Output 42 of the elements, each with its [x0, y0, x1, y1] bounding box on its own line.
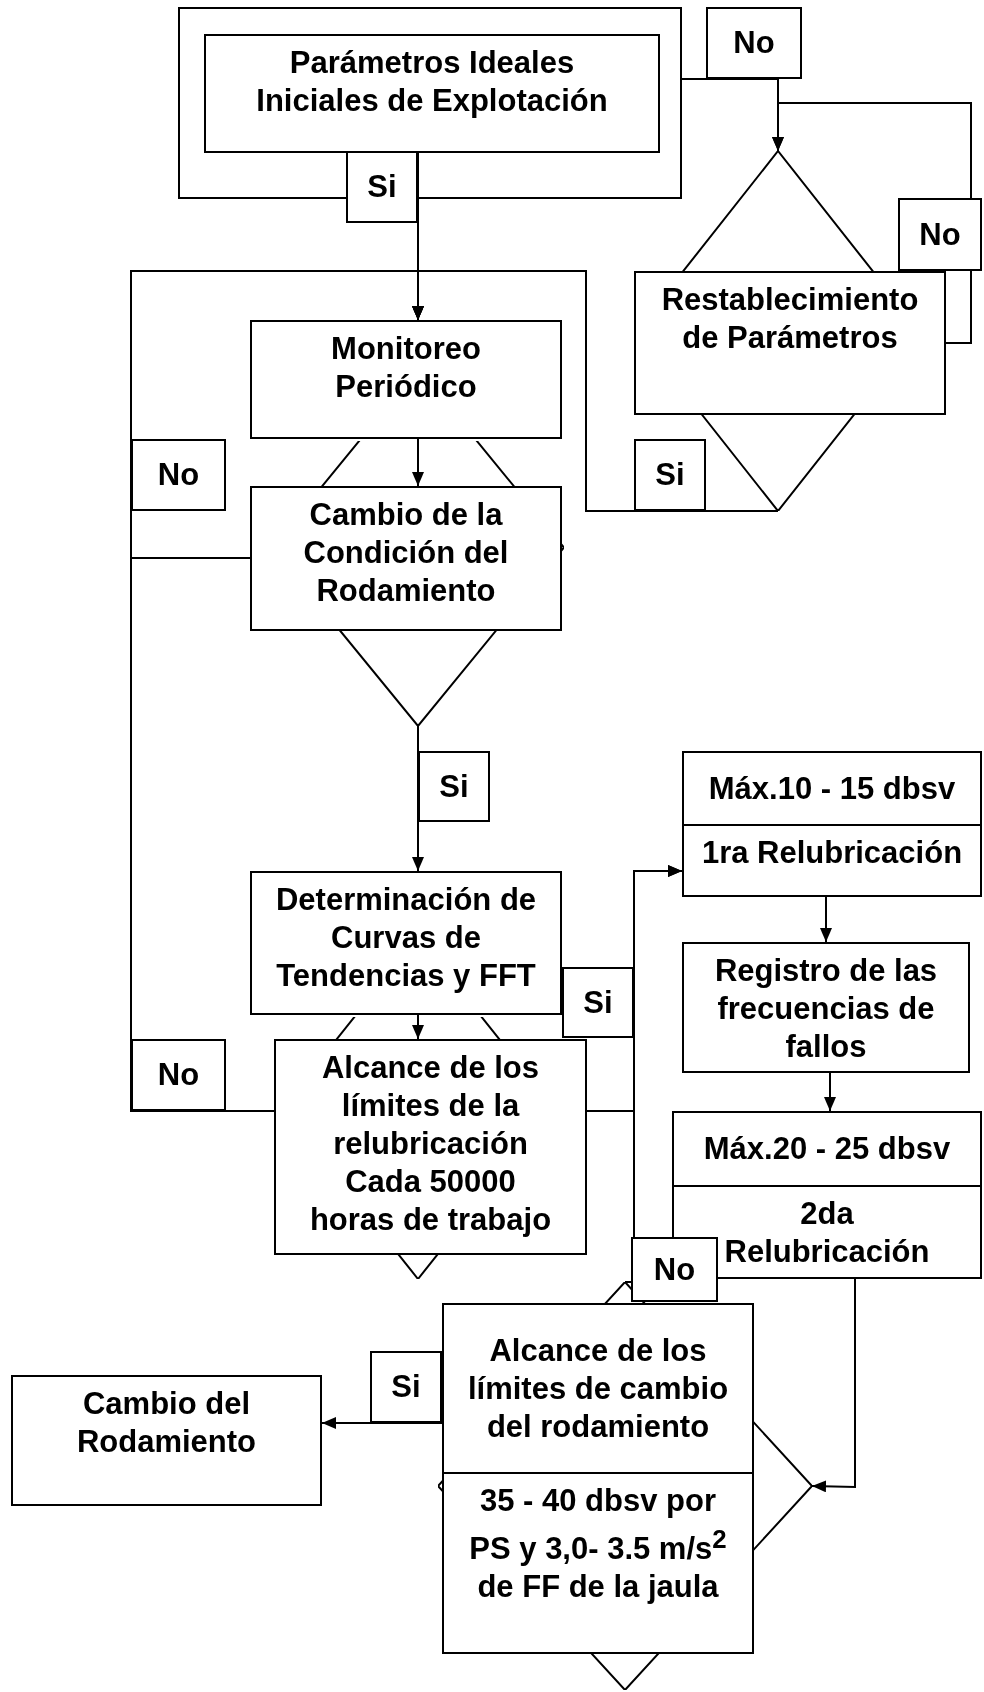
- node-text: 35 - 40 dbsv por PS y 3,0- 3.5 m/s$^{2}$ de FF de la jaula: [468, 1482, 728, 1607]
- node-text: 2da Relubricación: [723, 1195, 931, 1271]
- edge-label: Si: [562, 967, 634, 1038]
- arrow: [412, 725, 424, 872]
- node-text: Cambio del Rodamiento: [75, 1385, 258, 1461]
- edge-label: No: [898, 198, 982, 271]
- node-text: Parámetros Ideales Iniciales de Explotación: [255, 44, 609, 120]
- node-text: 1ra Relubricación: [701, 834, 963, 872]
- edge-label: Si: [418, 751, 490, 822]
- node-text: Máx.10 - 15 dbsv: [708, 769, 956, 808]
- process-box: [11, 1375, 322, 1506]
- node-text: Monitoreo Periódico: [330, 330, 482, 406]
- arrow: [811, 1278, 856, 1493]
- edge-label: No: [706, 7, 802, 79]
- edge-label: No: [631, 1237, 718, 1302]
- node-text: Alcance de los límites de la relubricación Cada 50000 horas de trabajo: [308, 1049, 553, 1239]
- arrow: [412, 438, 424, 487]
- process-box: [682, 942, 970, 1073]
- frame-box: [178, 7, 682, 199]
- edge-label: No: [131, 1039, 226, 1111]
- arrow: [412, 1014, 424, 1040]
- node-text: Determinación de Curvas de Tendencias y FFT: [274, 881, 538, 995]
- process-box: [250, 320, 562, 439]
- edge-label: Si: [634, 439, 706, 511]
- arrow: [824, 1072, 836, 1112]
- process-box: [250, 871, 562, 1015]
- decision-drawing: [438, 1282, 812, 1690]
- process-box: [204, 34, 660, 153]
- process-box: [682, 751, 982, 897]
- edge-label: Si: [346, 151, 418, 223]
- decision-drawing: [274, 1017, 587, 1279]
- node-text: Cambio de la Condición del Rodamiento: [302, 496, 510, 610]
- edge-label: Si: [370, 1351, 442, 1423]
- edge-label: No: [131, 439, 226, 511]
- node-text: Alcance de los límites de cambio del rodamiento: [466, 1331, 730, 1446]
- node-text: Restablecimiento de Parámetros: [660, 281, 920, 357]
- node-text: Registro de las frecuencias de fallos: [713, 952, 939, 1066]
- node-text: Máx.20 - 25 dbsv: [703, 1130, 951, 1168]
- arrow: [820, 896, 832, 943]
- arrow: [624, 865, 683, 1283]
- arrow: [130, 270, 424, 1112]
- decision-drawing: [250, 441, 564, 726]
